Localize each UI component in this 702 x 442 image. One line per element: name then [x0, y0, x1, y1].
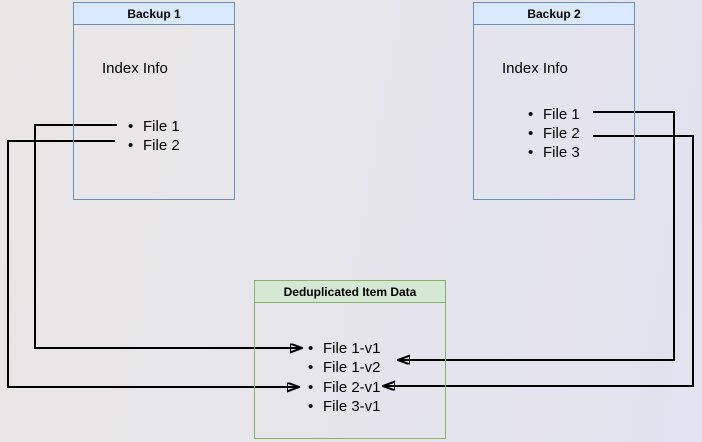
arrow-backup1-file2-to-file2v1	[7, 140, 299, 387]
backup2-box: Backup 2 Index Info File 1 File 2 File 3	[473, 2, 635, 200]
arrow-backup1-file1-to-file1v1	[34, 124, 302, 348]
deduplicated-item-data-box: Deduplicated Item Data File 1-v1 File 1-…	[254, 280, 446, 439]
list-item: File 2-v1	[308, 378, 381, 397]
list-item: File 1-v2	[308, 358, 381, 377]
backup1-box: Backup 1 Index Info File 1 File 2	[73, 2, 235, 200]
list-item: File 1	[528, 105, 580, 124]
list-item: File 3-v1	[308, 397, 381, 416]
backup1-title: Backup 1	[74, 3, 234, 25]
arrow-backup2-file2-to-file2v1	[383, 135, 694, 386]
backup2-title: Backup 2	[474, 3, 634, 25]
backup2-file-list: File 1 File 2 File 3	[528, 105, 580, 162]
arrow-backup2-file1-to-file1v2	[398, 111, 675, 360]
backup1-index-info-label: Index Info	[102, 60, 168, 77]
backup1-file-list: File 1 File 2	[128, 117, 180, 155]
backup2-index-info-label: Index Info	[502, 60, 568, 77]
list-item: File 2	[128, 136, 180, 155]
dedup-item-list: File 1-v1 File 1-v2 File 2-v1 File 3-v1	[308, 339, 381, 416]
list-item: File 2	[528, 124, 580, 143]
dedup-title: Deduplicated Item Data	[255, 281, 445, 303]
list-item: File 1	[128, 117, 180, 136]
list-item: File 3	[528, 143, 580, 162]
list-item: File 1-v1	[308, 339, 381, 358]
